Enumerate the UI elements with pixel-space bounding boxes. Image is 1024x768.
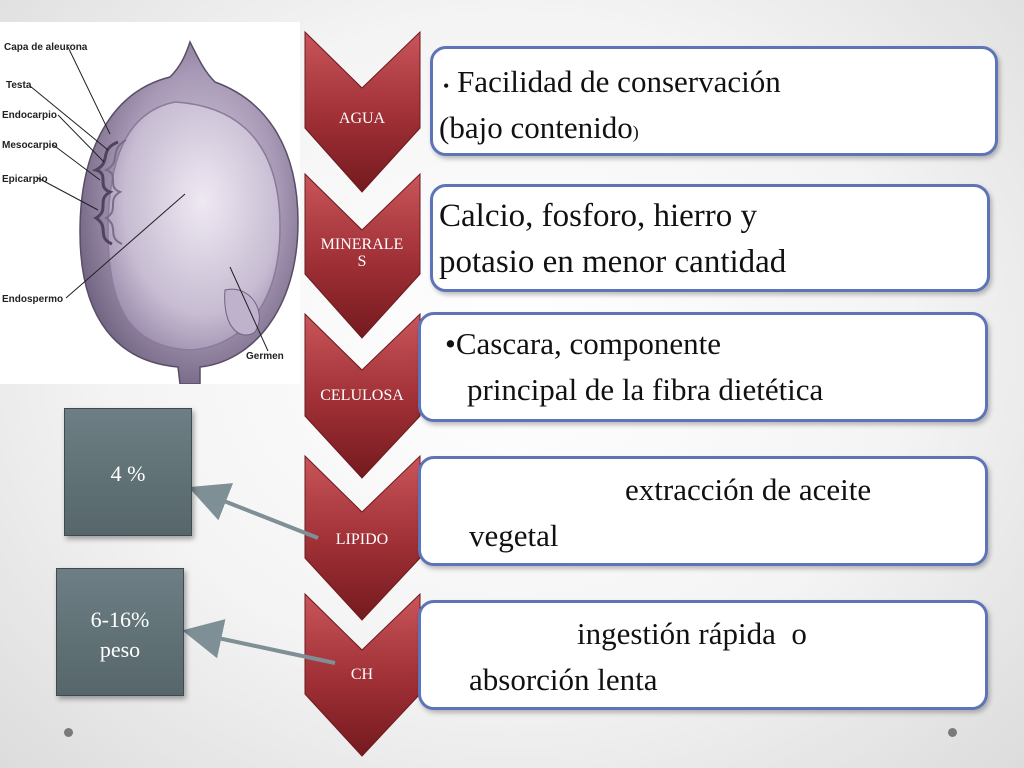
box-celulosa: •Cascara, componente principal de la fib… bbox=[418, 312, 988, 422]
bullet: • bbox=[443, 76, 450, 96]
box-celulosa-line2: principal de la fibra dietética bbox=[467, 372, 824, 407]
label-mesocarpio: Mesocarpio bbox=[2, 140, 58, 151]
bullet: • bbox=[445, 326, 456, 361]
box-agua-line1: Facilidad de conservación bbox=[457, 64, 781, 99]
label-epicarpio: Epicarpio bbox=[2, 174, 48, 185]
chevron-celulosa bbox=[304, 312, 421, 479]
box-ch: ingestión rápida o absorción lenta bbox=[418, 600, 988, 710]
box-agua-line2-tail: ) bbox=[632, 122, 639, 142]
label-testa: Testa bbox=[6, 80, 32, 91]
arrow-ch-to-peso bbox=[182, 619, 336, 665]
chevron-label-agua: AGUA bbox=[338, 110, 386, 127]
box-ch-line2: absorción lenta bbox=[469, 662, 658, 697]
box-ch-line1: ingestión rápida o bbox=[577, 616, 807, 651]
box-minerales: Calcio, fosforo, hierro y potasio en men… bbox=[430, 184, 990, 292]
chevron-label-minerales: MINERALE S bbox=[320, 236, 404, 270]
chevron-label-lipido: LIPIDO bbox=[335, 531, 389, 548]
box-agua-line2: (bajo contenido bbox=[439, 110, 633, 145]
box-lipido: extracción de aceite vegetal bbox=[418, 456, 988, 566]
box-agua: • Facilidad de conservación (bajo conten… bbox=[430, 46, 998, 156]
grain-illustration: Capa de aleurona Testa Endocarpio Mesoca… bbox=[2, 40, 299, 384]
box-minerales-line1: Calcio, fosforo, hierro y bbox=[439, 198, 757, 234]
decorative-dot-right bbox=[948, 728, 957, 737]
grain-cross-section-figure: Capa de aleurona Testa Endocarpio Mesoca… bbox=[0, 22, 300, 384]
chevron-agua bbox=[304, 30, 421, 193]
box-lipido-line1: extracción de aceite bbox=[625, 472, 872, 507]
chevron-minerales bbox=[304, 172, 421, 339]
label-endocarpio: Endocarpio bbox=[2, 110, 57, 121]
arrow-lipido-to-4pct bbox=[188, 483, 319, 540]
label-endospermo: Endospermo bbox=[2, 294, 63, 305]
box-lipido-line2: vegetal bbox=[469, 518, 559, 553]
decorative-dot-left bbox=[64, 728, 73, 737]
chevron-label-ch: CH bbox=[350, 666, 374, 683]
box-celulosa-line1: Cascara, componente bbox=[455, 326, 721, 361]
side-box-4pct: 4 % bbox=[64, 408, 192, 536]
label-germen: Germen bbox=[246, 351, 284, 362]
side-box-peso: 6-16% peso bbox=[56, 568, 184, 696]
box-minerales-line2: potasio en menor cantidad bbox=[439, 244, 787, 280]
label-capa-aleurona: Capa de aleurona bbox=[4, 42, 88, 53]
chevron-label-celulosa: CELULOSA bbox=[320, 387, 404, 404]
